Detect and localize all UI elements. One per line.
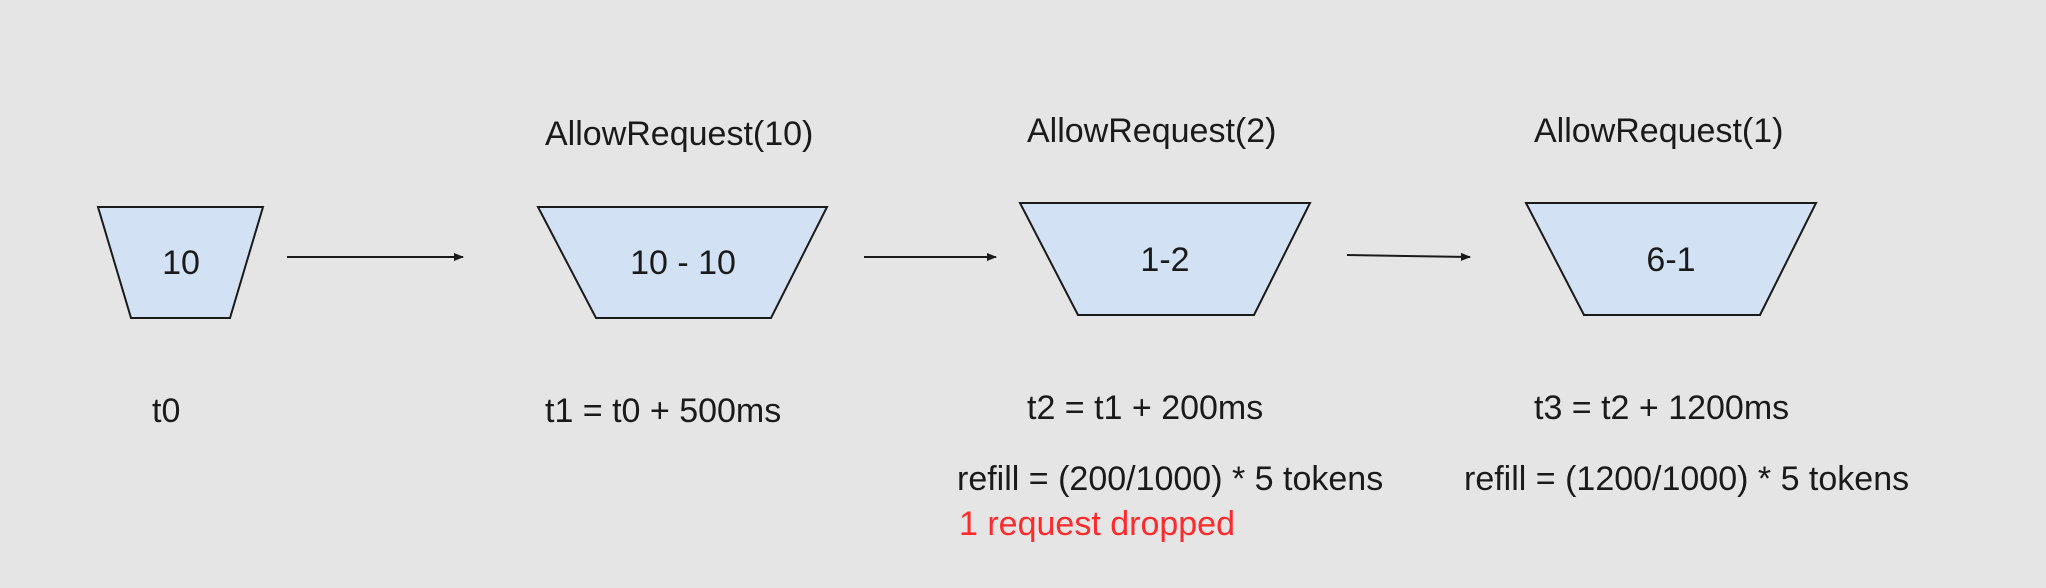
bucket-value-t2: 1-2 [1140,241,1190,279]
bucket-shape-t3 [1524,202,1818,316]
arrow-t2-to-t3 [1346,252,1471,261]
bucket-value-t1: 10 - 10 [630,244,736,282]
bucket-value-t3: 6-1 [1646,241,1696,279]
refill-label-t3: refill = (1200/1000) * 5 tokens [1464,460,1910,498]
dropped-request-note: 1 request dropped [959,505,1235,543]
bucket-shape-t1 [536,206,829,319]
bucket-value-t0: 10 [162,244,200,282]
time-label-t2: t2 = t1 + 200ms [1027,389,1264,427]
time-label-t3: t3 = t2 + 1200ms [1534,389,1790,427]
time-label-t0: t0 [152,392,181,430]
bucket-shape-t0 [96,206,265,319]
bucket-shape-t2 [1018,202,1312,316]
request-label-t3: AllowRequest(1) [1534,112,1784,150]
refill-label-t2: refill = (200/1000) * 5 tokens [957,460,1384,498]
time-label-t1: t1 = t0 + 500ms [545,392,782,430]
request-label-t2: AllowRequest(2) [1027,112,1277,150]
request-label-t1: AllowRequest(10) [545,115,814,153]
